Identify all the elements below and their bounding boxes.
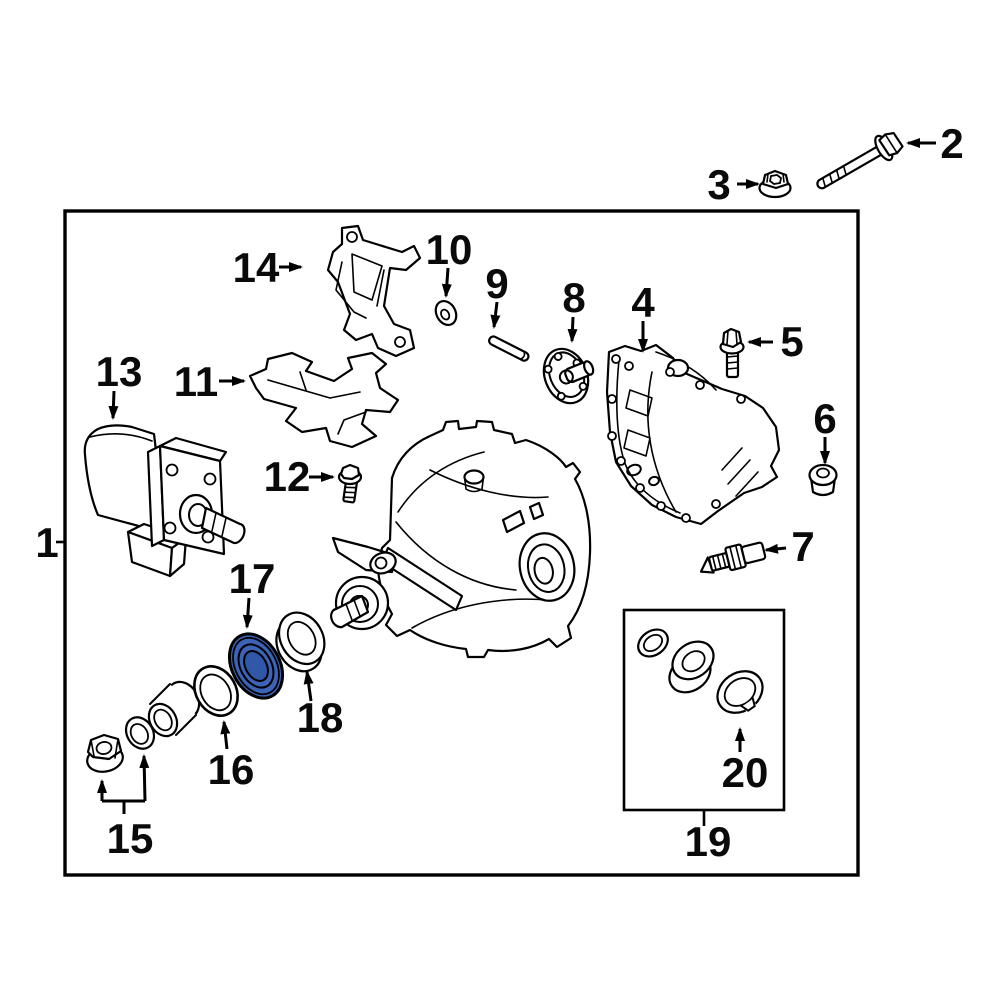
callout-18-arrow — [303, 670, 314, 702]
part-11-baffle-plate-icon — [248, 351, 400, 449]
part-14-bracket-icon — [326, 224, 422, 358]
callout-10-arrow — [441, 267, 452, 298]
callout-15-arrow-b — [139, 754, 150, 802]
callout-16-label: 16 — [208, 746, 255, 793]
callout-8-arrow — [567, 316, 578, 343]
part-10-washer-icon — [434, 299, 458, 327]
differential-housing-icon — [330, 419, 592, 659]
callout-17-label: 17 — [229, 555, 276, 602]
callout-17-arrow — [242, 597, 253, 629]
part-19-kit-box — [622, 608, 786, 812]
part-12-bolt-icon — [337, 463, 363, 504]
part-17-seal-highlighted-icon — [227, 632, 285, 700]
part-18-ring-icon — [275, 611, 326, 673]
callout-19-label: 19 — [685, 818, 732, 865]
kit-bearing-icon — [668, 640, 715, 694]
part-20-snap-ring-icon — [716, 670, 764, 715]
callout-4-label: 4 — [631, 279, 655, 326]
callout-7-arrow — [764, 543, 787, 554]
part-4-differential-cover-icon — [605, 343, 781, 526]
part-15-nut-icon — [86, 733, 124, 773]
callout-20-label: 20 — [722, 749, 769, 796]
callout-3-label: 3 — [707, 161, 730, 208]
part-16-ring-icon — [193, 665, 239, 717]
callout-10-label: 10 — [426, 226, 473, 273]
part-13-actuator-motor-icon — [83, 424, 246, 578]
callout-5-label: 5 — [780, 318, 803, 365]
part-3-flange-nut-icon — [758, 169, 792, 199]
callout-14-label: 14 — [233, 244, 280, 291]
callout-12-label: 12 — [264, 453, 311, 500]
callout-13-label: 13 — [96, 348, 143, 395]
callout-labels: 1 2 3 4 5 6 7 8 9 10 11 12 13 14 15 16 1… — [35, 120, 963, 865]
callout-13-arrow — [108, 390, 119, 420]
callout-1-label: 1 — [35, 519, 58, 566]
callout-2-label: 2 — [940, 120, 963, 167]
part-7-sensor-icon — [699, 541, 767, 574]
part-9-pin-icon — [488, 335, 530, 362]
callout-leaders — [56, 138, 936, 826]
callout-11-label: 11 — [174, 358, 218, 405]
callout-9-label: 9 — [485, 260, 508, 307]
part-15-washer-icon — [124, 716, 156, 750]
callout-8-label: 8 — [562, 274, 585, 321]
callout-7-label: 7 — [791, 523, 814, 570]
kit-small-ring-icon — [637, 628, 669, 658]
collar-bushing-icon — [147, 680, 201, 738]
part-8-flange-icon — [542, 347, 595, 405]
part-2-mounting-bolt-icon — [816, 131, 904, 190]
part-6-plug-icon — [808, 463, 838, 497]
callout-16-arrow — [220, 720, 231, 750]
callout-6-label: 6 — [813, 395, 836, 442]
part-5-bolt-icon — [719, 327, 745, 379]
callout-18-label: 18 — [297, 694, 344, 741]
callout-9-arrow — [490, 301, 501, 329]
callout-15-label: 15 — [107, 815, 154, 862]
